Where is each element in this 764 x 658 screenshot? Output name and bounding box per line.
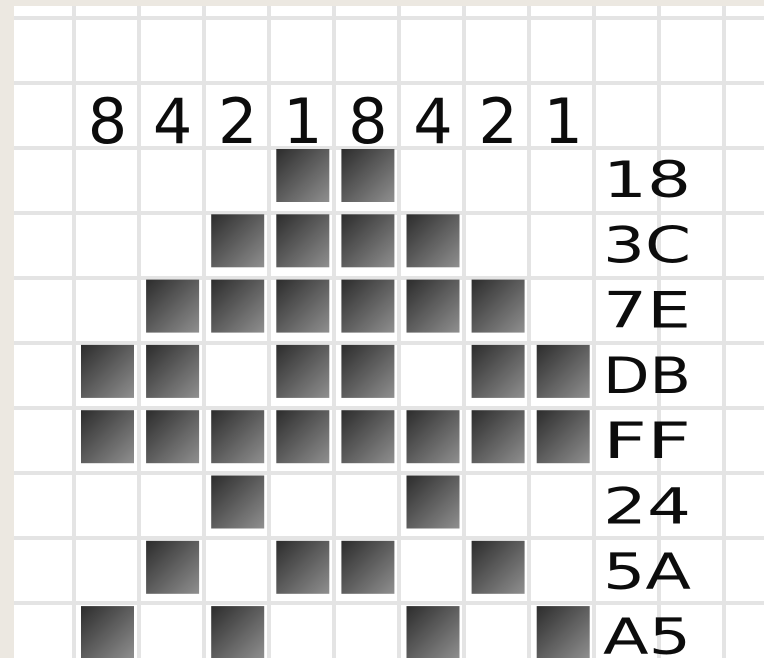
filled-pixel xyxy=(211,476,264,529)
pixel-grid xyxy=(81,149,590,658)
hex-row-label: 18 xyxy=(603,151,691,209)
filled-pixel xyxy=(276,280,329,333)
hex-row-label: FF xyxy=(603,412,691,470)
filled-pixel xyxy=(276,149,329,202)
filled-pixel xyxy=(81,410,134,463)
filled-pixel xyxy=(537,410,590,463)
filled-pixel xyxy=(407,214,460,267)
hex-row-label: A5 xyxy=(603,608,691,658)
filled-pixel xyxy=(407,280,460,333)
bit-weight-label: 4 xyxy=(413,85,452,158)
filled-pixel xyxy=(407,606,460,658)
filled-pixel xyxy=(146,410,199,463)
filled-pixel xyxy=(341,280,394,333)
filled-pixel xyxy=(472,410,525,463)
filled-pixel xyxy=(81,345,134,398)
filled-pixel xyxy=(146,345,199,398)
filled-pixel xyxy=(211,606,264,658)
bit-weight-label: 4 xyxy=(153,85,192,158)
filled-pixel xyxy=(472,345,525,398)
bit-weight-label: 8 xyxy=(88,85,127,158)
bit-weight-label: 1 xyxy=(283,85,322,158)
hex-row-label: 5A xyxy=(603,543,691,601)
filled-pixel xyxy=(537,345,590,398)
filled-pixel xyxy=(276,214,329,267)
bit-weight-label: 1 xyxy=(543,85,582,158)
hex-value-column: 18 3C 7E DB FF 24 5A A5 xyxy=(603,151,691,658)
filled-pixel xyxy=(211,410,264,463)
filled-pixel xyxy=(341,541,394,594)
bit-weight-label: 2 xyxy=(218,85,257,158)
filled-pixel xyxy=(276,410,329,463)
filled-pixel xyxy=(341,345,394,398)
filled-pixel xyxy=(341,214,394,267)
hex-row-label: 24 xyxy=(603,478,691,536)
filled-pixel xyxy=(407,410,460,463)
filled-pixel xyxy=(211,214,264,267)
filled-pixel xyxy=(146,541,199,594)
filled-pixel xyxy=(276,345,329,398)
filled-pixel xyxy=(407,476,460,529)
hex-row-label: 3C xyxy=(603,216,691,274)
filled-pixel xyxy=(341,149,394,202)
filled-pixel xyxy=(81,606,134,658)
bit-weight-label: 2 xyxy=(478,85,517,158)
filled-pixel xyxy=(472,541,525,594)
bit-weight-label: 8 xyxy=(348,85,387,158)
filled-pixel xyxy=(537,606,590,658)
filled-pixel xyxy=(472,280,525,333)
filled-pixel xyxy=(276,541,329,594)
hex-row-label: 7E xyxy=(603,282,691,340)
filled-pixel xyxy=(146,280,199,333)
filled-pixel xyxy=(211,280,264,333)
filled-pixel xyxy=(341,410,394,463)
hex-row-label: DB xyxy=(603,347,691,405)
